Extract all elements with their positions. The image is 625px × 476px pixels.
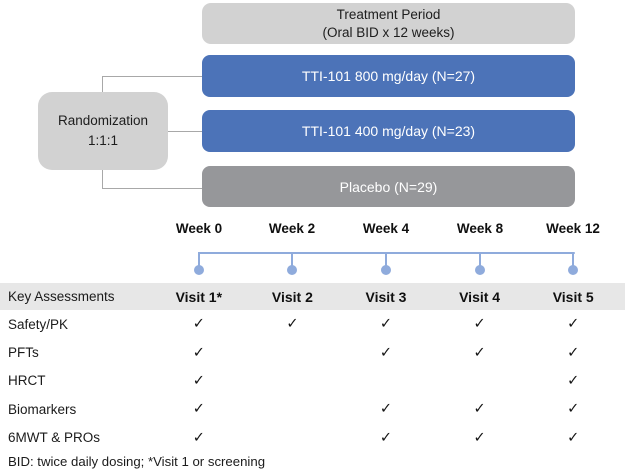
timeline-dot xyxy=(381,265,391,275)
timeline-tick xyxy=(385,252,387,267)
check-cell: ✓ xyxy=(473,429,486,446)
footnote: BID: twice daily dosing; *Visit 1 or scr… xyxy=(8,454,266,469)
connector-line xyxy=(102,170,103,188)
check-cell: ✓ xyxy=(473,316,486,333)
check-cell xyxy=(246,424,340,452)
timeline-tick xyxy=(479,252,481,267)
check-cell xyxy=(246,367,340,395)
check-cell: ✓ xyxy=(379,344,393,361)
row-label-hrct: HRCT xyxy=(8,373,46,389)
check-cell: ✓ xyxy=(473,344,486,361)
arm-box-400mg: TTI-101 400 mg/day (N=23) xyxy=(202,110,575,152)
connector-line xyxy=(102,76,103,92)
row-label-biomarkers: Biomarkers xyxy=(8,401,77,417)
check-cell: ✓ xyxy=(567,316,580,333)
timeline-dot xyxy=(475,265,485,275)
check-cell: ✓ xyxy=(286,316,299,333)
row-label-safety-pk: Safety/PK xyxy=(8,316,69,332)
row-label-pfts: PFTs xyxy=(8,345,39,361)
check-cell: ✓ xyxy=(567,401,580,418)
timeline-dot xyxy=(568,265,578,275)
week-label-1: Week 2 xyxy=(268,221,316,236)
check-cell xyxy=(339,367,433,395)
table-header-visit-5: Visit 5 xyxy=(552,288,594,305)
table-header-visit-1: Visit 1* xyxy=(175,288,223,305)
check-cell: ✓ xyxy=(379,429,393,446)
table-header-band xyxy=(0,283,625,310)
check-cell: ✓ xyxy=(567,429,580,446)
arm-label: TTI-101 800 mg/day (N=27) xyxy=(301,68,476,84)
arm-box-placebo: Placebo (N=29) xyxy=(202,166,575,207)
timeline-tick xyxy=(291,252,293,267)
check-cell xyxy=(433,367,527,395)
timeline-tick xyxy=(198,252,200,267)
timeline-tick xyxy=(572,252,574,267)
arm-label: Placebo (N=29) xyxy=(339,178,438,195)
check-cell xyxy=(246,338,340,366)
connector-line xyxy=(102,188,202,189)
treatment-period-box: Treatment Period (Oral BID x 12 weeks) xyxy=(202,3,575,44)
timeline-dot xyxy=(287,265,297,275)
check-cell: ✓ xyxy=(473,401,486,418)
week-label-0: Week 0 xyxy=(175,221,223,236)
table-header-visit-3: Visit 3 xyxy=(365,288,407,305)
arm-label: TTI-101 400 mg/day (N=23) xyxy=(301,123,476,139)
check-cell xyxy=(246,395,340,423)
table-header-visit-4: Visit 4 xyxy=(459,288,501,305)
check-cell: ✓ xyxy=(192,401,205,418)
treatment-period-line2: (Oral BID x 12 weeks) xyxy=(322,24,455,40)
check-cell: ✓ xyxy=(192,316,205,333)
table-header-key-assessments: Key Assessments xyxy=(8,289,115,304)
treatment-period-line1: Treatment Period xyxy=(336,6,441,22)
check-cell: ✓ xyxy=(567,372,580,389)
check-cell: ✓ xyxy=(567,344,580,361)
check-cell: ✓ xyxy=(192,429,205,446)
connector-line xyxy=(168,131,202,132)
week-label-3: Week 8 xyxy=(456,221,504,236)
assessments-table: Key Assessments Visit 1* Visit 2 Visit 3… xyxy=(0,283,620,452)
timeline-dot xyxy=(194,265,204,275)
randomization-line2: 1:1:1 xyxy=(87,133,119,148)
randomization-line1: Randomization xyxy=(57,113,149,129)
arm-box-800mg: TTI-101 800 mg/day (N=27) xyxy=(202,55,575,97)
check-cell: ✓ xyxy=(379,401,393,418)
randomization-box: Randomization 1:1:1 xyxy=(38,92,168,170)
table-header-visit-2: Visit 2 xyxy=(271,288,313,305)
check-cell: ✓ xyxy=(379,316,393,333)
check-cell: ✓ xyxy=(192,344,205,361)
connector-line xyxy=(102,76,202,77)
row-label-6mwt-pros: 6MWT & PROs xyxy=(8,430,101,446)
week-label-4: Week 12 xyxy=(546,221,600,236)
check-cell: ✓ xyxy=(192,372,205,389)
week-label-2: Week 4 xyxy=(362,221,410,236)
